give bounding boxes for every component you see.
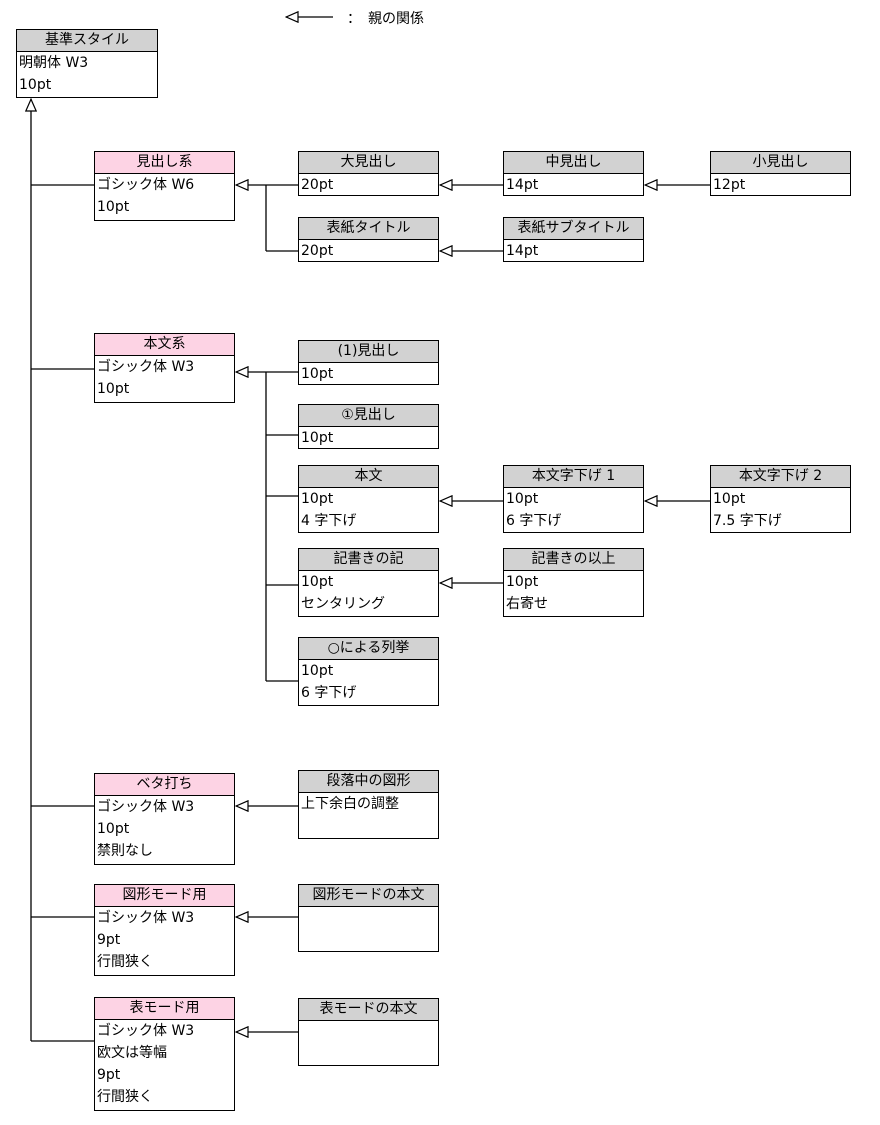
style-box-title: 本文字下げ 1 — [504, 466, 643, 488]
style-box-line: 10pt — [301, 366, 334, 382]
style-box-title: 基準スタイル — [17, 30, 157, 52]
style-box-line: 10pt — [301, 430, 334, 446]
style-box-line: 明朝体 W3 — [19, 55, 89, 71]
style-box-hyo-mode: 表モード用 ゴシック体 W3 欧文は等幅 9pt 行間狭く — [94, 997, 235, 1111]
style-box-kigaki-ki: 記書きの記 10pt センタリング — [298, 548, 439, 617]
style-box-title: 本文字下げ 2 — [711, 466, 850, 488]
style-box-line: ゴシック体 W3 — [97, 1023, 195, 1039]
style-box-line: ゴシック体 W3 — [97, 359, 195, 375]
style-box-line: ゴシック体 W6 — [97, 177, 195, 193]
style-box-komidashi: 小見出し 12pt — [710, 151, 851, 196]
style-box-title: 表モードの本文 — [299, 999, 438, 1021]
style-box-betauchi: ベタ打ち ゴシック体 W3 10pt 禁則なし — [94, 773, 235, 865]
style-box-line: 14pt — [506, 243, 539, 259]
style-box-title: (1)見出し — [299, 341, 438, 363]
style-box-title: 本文 — [299, 466, 438, 488]
style-box-oomidashi: 大見出し 20pt — [298, 151, 439, 196]
style-box-honbun-sage1: 本文字下げ 1 10pt 6 字下げ — [503, 465, 644, 533]
style-box-kigaki-ijo: 記書きの以上 10pt 右寄せ — [503, 548, 644, 617]
style-box-line: 9pt — [97, 932, 121, 948]
style-box-line: 10pt — [713, 491, 746, 507]
style-box-line: 14pt — [506, 177, 539, 193]
style-box-line: 12pt — [713, 177, 746, 193]
style-box-zukei-mode: 図形モード用 ゴシック体 W3 9pt 行間狭く — [94, 884, 235, 976]
style-box-danraku-zukei: 段落中の図形 上下余白の調整 — [298, 770, 439, 839]
style-box-hyoshi-title: 表紙タイトル 20pt — [298, 217, 439, 262]
style-box-title: 表紙サブタイトル — [504, 218, 643, 240]
style-box-line: 右寄せ — [506, 596, 548, 612]
style-box-line: 10pt — [506, 491, 539, 507]
style-box-zukei-honbun: 図形モードの本文 — [298, 884, 439, 952]
style-box-line: 7.5 字下げ — [713, 513, 782, 529]
style-box-title: ベタ打ち — [95, 774, 234, 796]
style-box-line: ゴシック体 W3 — [97, 910, 195, 926]
style-box-maru-rekkyo: ○による列挙 10pt 6 字下げ — [298, 637, 439, 706]
style-box-nakamidashi: 中見出し 14pt — [503, 151, 644, 196]
style-box-title: 記書きの以上 — [504, 549, 643, 571]
style-box-line: 10pt — [301, 663, 334, 679]
style-box-hyo-honbun: 表モードの本文 — [298, 998, 439, 1066]
style-box-line: 行間狭く — [97, 1089, 153, 1105]
style-box-line: 6 字下げ — [506, 513, 562, 529]
style-box-title: 図形モード用 — [95, 885, 234, 907]
style-box-line: 10pt — [301, 574, 334, 590]
style-box-line: 禁則なし — [97, 843, 153, 859]
style-box-line: 欧文は等幅 — [97, 1045, 167, 1061]
style-box-hyoshi-subtitle: 表紙サブタイトル 14pt — [503, 217, 644, 262]
style-box-line: 4 字下げ — [301, 513, 357, 529]
style-box-line: 10pt — [19, 77, 52, 93]
style-box-kijun: 基準スタイル 明朝体 W3 10pt — [16, 29, 158, 98]
style-box-line: 10pt — [301, 491, 334, 507]
style-box-title: ①見出し — [299, 405, 438, 427]
style-box-title: 見出し系 — [95, 152, 234, 174]
style-box-line: 20pt — [301, 243, 334, 259]
style-box-line: 6 字下げ — [301, 685, 357, 701]
style-box-circle-midashi: ①見出し 10pt — [298, 404, 439, 449]
style-box-title: 大見出し — [299, 152, 438, 174]
style-box-line: ゴシック体 W3 — [97, 799, 195, 815]
style-box-line: 10pt — [506, 574, 539, 590]
style-box-honbun: 本文 10pt 4 字下げ — [298, 465, 439, 533]
style-box-honbunkei: 本文系 ゴシック体 W3 10pt — [94, 333, 235, 403]
legend-text: ： 親の関係 — [347, 11, 424, 27]
style-box-title: 表モード用 — [95, 998, 234, 1020]
style-box-paren-midashi: (1)見出し 10pt — [298, 340, 439, 385]
style-box-line: センタリング — [301, 596, 385, 612]
style-box-title: 図形モードの本文 — [299, 885, 438, 907]
style-box-line: 上下余白の調整 — [301, 796, 399, 812]
style-box-title: 記書きの記 — [299, 549, 438, 571]
style-box-title: 中見出し — [504, 152, 643, 174]
style-box-line: 20pt — [301, 177, 334, 193]
style-box-line: 9pt — [97, 1067, 121, 1083]
style-box-title: ○による列挙 — [299, 638, 438, 660]
style-box-honbun-sage2: 本文字下げ 2 10pt 7.5 字下げ — [710, 465, 851, 533]
style-box-line: 行間狭く — [97, 954, 153, 970]
style-box-title: 表紙タイトル — [299, 218, 438, 240]
style-box-line: 10pt — [97, 821, 130, 837]
style-box-line: 10pt — [97, 381, 130, 397]
style-box-midashikei: 見出し系 ゴシック体 W6 10pt — [94, 151, 235, 221]
style-box-line: 10pt — [97, 199, 130, 215]
style-box-title: 小見出し — [711, 152, 850, 174]
style-box-title: 段落中の図形 — [299, 771, 438, 793]
style-box-title: 本文系 — [95, 334, 234, 356]
